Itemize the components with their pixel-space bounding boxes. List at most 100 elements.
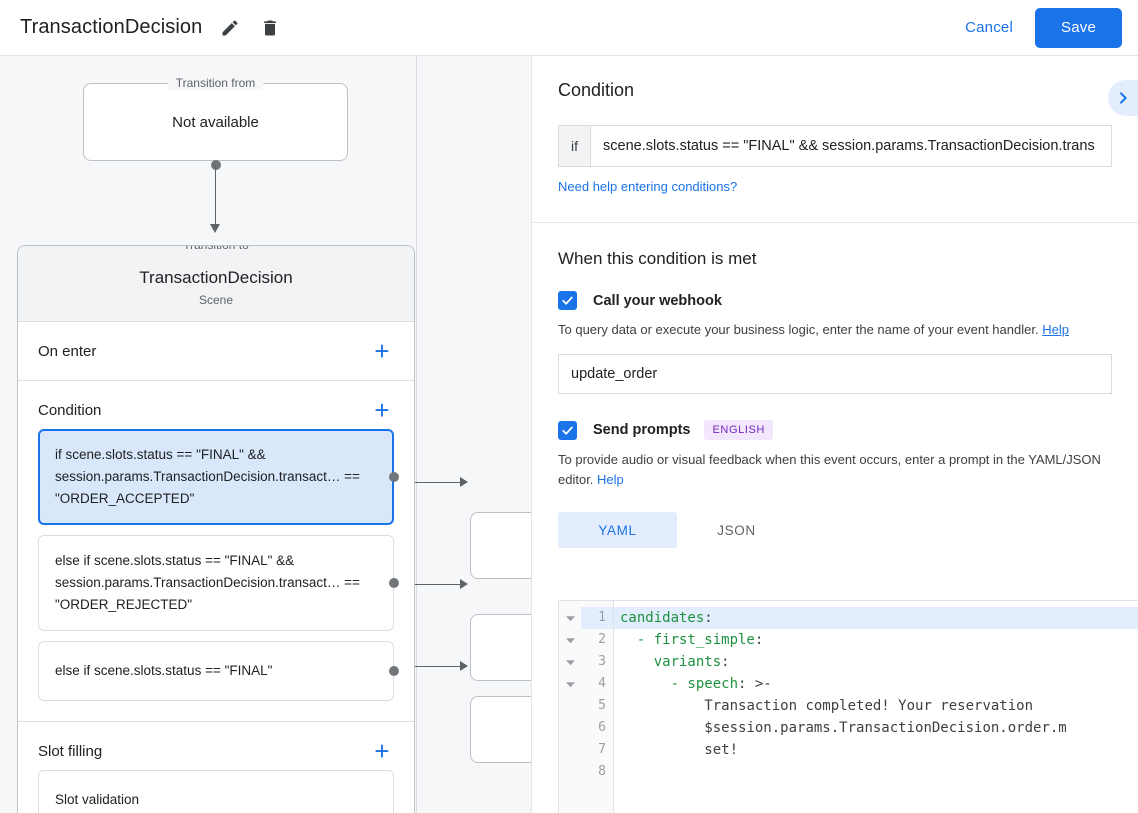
send-prompts-help-link[interactable]: Help xyxy=(597,472,624,487)
condition-connector-line-3 xyxy=(398,666,462,667)
transition-to-header[interactable]: TransactionDecision Scene xyxy=(18,246,414,322)
code-text: $session.params.TransactionDecision.orde… xyxy=(704,720,1067,736)
target-node-3[interactable] xyxy=(470,696,531,763)
editor-line-numbers: 1 2 3 4 5 6 7 8 xyxy=(581,601,614,813)
send-prompts-checkbox[interactable] xyxy=(558,420,577,440)
section-slot-filling: Slot filling + Slot validation xyxy=(18,722,414,813)
line-number: 1 xyxy=(581,607,613,629)
language-badge: ENGLISH xyxy=(704,420,773,440)
editor-code-area[interactable]: candidates: - first_simple: variants: - … xyxy=(614,601,1138,813)
transition-from-node[interactable]: Transition from Not available xyxy=(83,76,348,161)
condition-chip-2-handle[interactable] xyxy=(389,578,399,588)
code-line: - first_simple: xyxy=(614,629,1138,651)
code-punct: : xyxy=(754,632,764,648)
details-panel: Condition if Need help entering conditio… xyxy=(531,56,1138,813)
code-key: candidates xyxy=(620,610,705,626)
fold-toggle-3[interactable] xyxy=(559,651,581,673)
section-condition: Condition + if scene.slots.status == "FI… xyxy=(18,381,414,722)
code-punct: : xyxy=(721,654,730,670)
add-on-enter-icon[interactable]: + xyxy=(374,336,390,366)
add-slot-filling-icon[interactable]: + xyxy=(374,736,390,766)
transition-from-connector-arrow xyxy=(210,224,220,233)
code-line: candidates: xyxy=(614,607,1138,629)
fold-toggle-4[interactable] xyxy=(559,673,581,695)
condition-connector-arrow-2 xyxy=(460,579,468,589)
send-prompts-label: Send prompts xyxy=(593,422,691,438)
send-prompts-description: To provide audio or visual feedback when… xyxy=(558,450,1110,490)
condition-chip-1-handle[interactable] xyxy=(389,472,399,482)
condition-connector-arrow-3 xyxy=(460,661,468,671)
cancel-button[interactable]: Cancel xyxy=(953,11,1025,44)
line-number: 3 xyxy=(598,654,606,669)
transition-to-legend: Transition to xyxy=(175,246,257,252)
target-node-1[interactable] xyxy=(470,512,531,579)
call-webhook-help-link[interactable]: Help xyxy=(1042,322,1069,337)
line-number: 6 xyxy=(598,720,606,735)
code-text: Transaction completed! Your reservation xyxy=(704,698,1034,714)
send-prompts-description-text: To provide audio or visual feedback when… xyxy=(558,452,1101,487)
code-line: - speech: >- xyxy=(614,673,1138,695)
condition-connector-line-2 xyxy=(398,584,462,585)
call-webhook-checkbox[interactable] xyxy=(558,291,577,310)
condition-help-link[interactable]: Need help entering conditions? xyxy=(558,179,738,194)
section-condition-head: Condition + xyxy=(18,381,414,429)
panel-when-met-section: When this condition is met Call your web… xyxy=(532,223,1138,548)
code-line xyxy=(614,761,1138,783)
slot-validation-chip[interactable]: Slot validation xyxy=(38,770,394,813)
trash-icon[interactable] xyxy=(258,16,282,40)
transition-to-kind: Scene xyxy=(198,293,234,307)
transition-to-name: TransactionDecision xyxy=(139,268,293,287)
transition-to-card: Transition to TransactionDecision Scene … xyxy=(17,245,415,813)
target-node-2[interactable] xyxy=(470,614,531,681)
panel-condition-section: Condition if Need help entering conditio… xyxy=(532,56,1138,194)
condition-chip-2-text: else if scene.slots.status == "FINAL" &&… xyxy=(55,553,360,612)
yaml-editor[interactable]: 1 2 3 4 5 6 7 8 candidates: - first_simp… xyxy=(558,600,1138,813)
condition-expression-input[interactable] xyxy=(590,125,1112,167)
condition-if-prefix: if xyxy=(558,125,590,167)
fold-toggle-1[interactable] xyxy=(559,607,581,629)
fold-toggle-2[interactable] xyxy=(559,629,581,651)
code-line: Transaction completed! Your reservation xyxy=(614,695,1138,717)
tab-yaml[interactable]: YAML xyxy=(558,512,677,548)
pencil-icon[interactable] xyxy=(218,16,242,40)
code-line: set! xyxy=(614,739,1138,761)
transition-from-connector-line xyxy=(215,165,216,227)
panel-divider xyxy=(532,222,1138,223)
chevron-right-icon[interactable] xyxy=(1108,80,1138,116)
condition-chip-2[interactable]: else if scene.slots.status == "FINAL" &&… xyxy=(38,535,399,631)
section-slot-filling-title: Slot filling xyxy=(38,742,103,760)
add-condition-icon[interactable]: + xyxy=(374,395,390,425)
code-punct: : xyxy=(704,610,713,626)
call-webhook-row: Call your webhook xyxy=(558,291,1112,310)
condition-chip-3-handle[interactable] xyxy=(389,666,399,676)
top-bar: TransactionDecision Cancel Save xyxy=(0,0,1138,56)
panel-condition-heading: Condition xyxy=(558,80,635,100)
call-webhook-description-text: To query data or execute your business l… xyxy=(558,322,1039,337)
scene-graph-canvas[interactable]: Transition from Not available Transition… xyxy=(0,56,531,813)
condition-expression-row: if xyxy=(558,125,1112,167)
transition-from-value: Not available xyxy=(172,113,259,131)
condition-chip-1[interactable]: if scene.slots.status == "FINAL" && sess… xyxy=(38,429,399,525)
condition-list: if scene.slots.status == "FINAL" && sess… xyxy=(18,429,414,701)
condition-chip-3[interactable]: else if scene.slots.status == "FINAL" xyxy=(38,641,399,701)
code-key: - speech xyxy=(670,676,739,692)
line-number: 4 xyxy=(598,676,606,691)
section-on-enter-title: On enter xyxy=(38,342,97,360)
event-handler-input[interactable] xyxy=(558,354,1112,394)
canvas-inner: Transition from Not available Transition… xyxy=(0,56,531,813)
condition-connector-line-1 xyxy=(398,482,462,483)
code-key: - first_simple xyxy=(636,632,755,648)
line-number: 5 xyxy=(598,698,606,713)
condition-help-line: Need help entering conditions? xyxy=(558,179,1112,194)
tab-json[interactable]: JSON xyxy=(717,522,756,538)
save-button[interactable]: Save xyxy=(1035,7,1122,48)
slot-filling-list: Slot validation xyxy=(18,770,414,813)
code-line: $session.params.TransactionDecision.orde… xyxy=(614,717,1138,739)
line-number: 7 xyxy=(598,742,606,757)
call-webhook-description: To query data or execute your business l… xyxy=(558,320,1112,340)
condition-connector-arrow-1 xyxy=(460,477,468,487)
code-key: variants xyxy=(653,654,722,670)
section-slot-filling-head: Slot filling + xyxy=(18,722,414,770)
page-title: TransactionDecision xyxy=(20,16,203,38)
